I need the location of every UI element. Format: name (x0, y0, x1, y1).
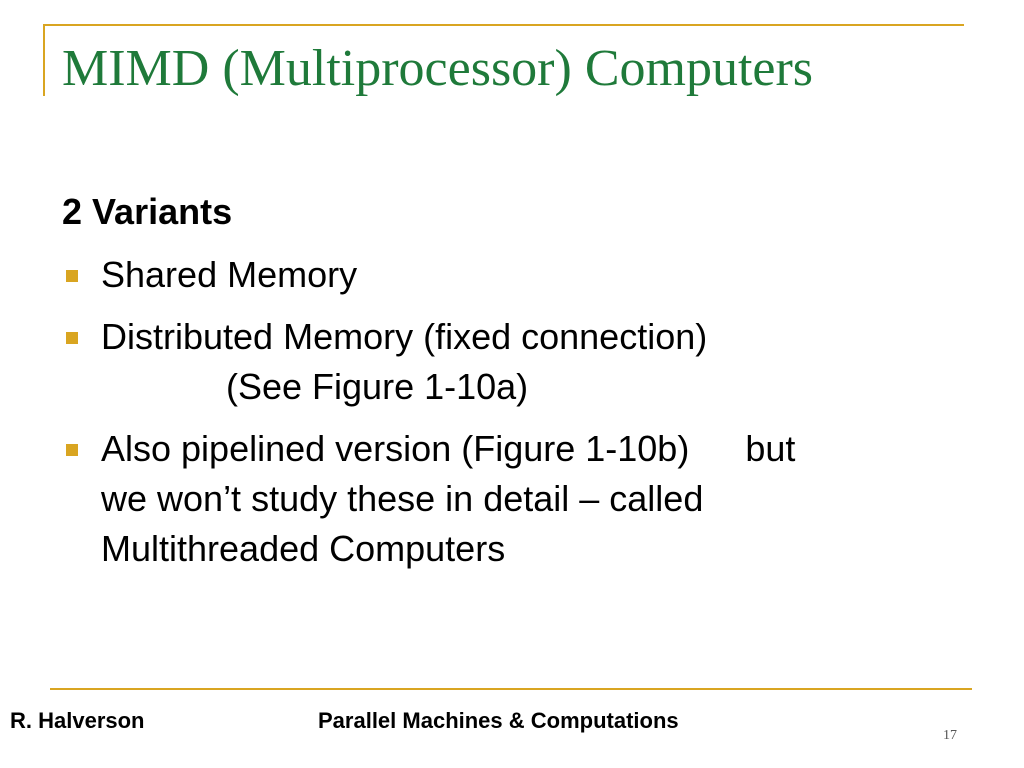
slide-number: 17 (943, 728, 957, 743)
footer-author: R. Halverson (10, 708, 145, 733)
square-bullet-icon (66, 332, 78, 344)
footer-rule (50, 688, 972, 690)
bullet-subtext: (See Figure 1-10a) (226, 366, 529, 407)
square-bullet-icon (66, 444, 78, 456)
bullet-text: Distributed Memory (fixed connection) (101, 316, 708, 357)
bullet-text-line: Also pipelined version (Figure 1-10b) but (101, 424, 942, 474)
bullet-text-main: Also pipelined version (Figure 1-10b) (101, 428, 690, 469)
slide-title: MIMD (Multiprocessor) Computers (62, 40, 814, 97)
frame-left-rule (43, 24, 45, 96)
frame-top-rule (43, 24, 964, 26)
footer-course-title: Parallel Machines & Computations (318, 708, 679, 733)
bullet-item: Distributed Memory (fixed connection) (S… (62, 312, 942, 412)
bullet-item: Also pipelined version (Figure 1-10b) but… (62, 424, 942, 574)
subheading: 2 Variants (62, 191, 233, 232)
slide-body: 2 Variants Shared Memory Distributed Mem… (62, 192, 942, 586)
square-bullet-icon (66, 270, 78, 282)
bullet-text-tail: but (745, 428, 796, 469)
bullet-item: Shared Memory (62, 250, 942, 300)
bullet-text: Shared Memory (101, 254, 358, 295)
bullet-text-line: Multithreaded Computers (101, 528, 506, 569)
bullet-text-line: we won’t study these in detail – called (101, 478, 704, 519)
